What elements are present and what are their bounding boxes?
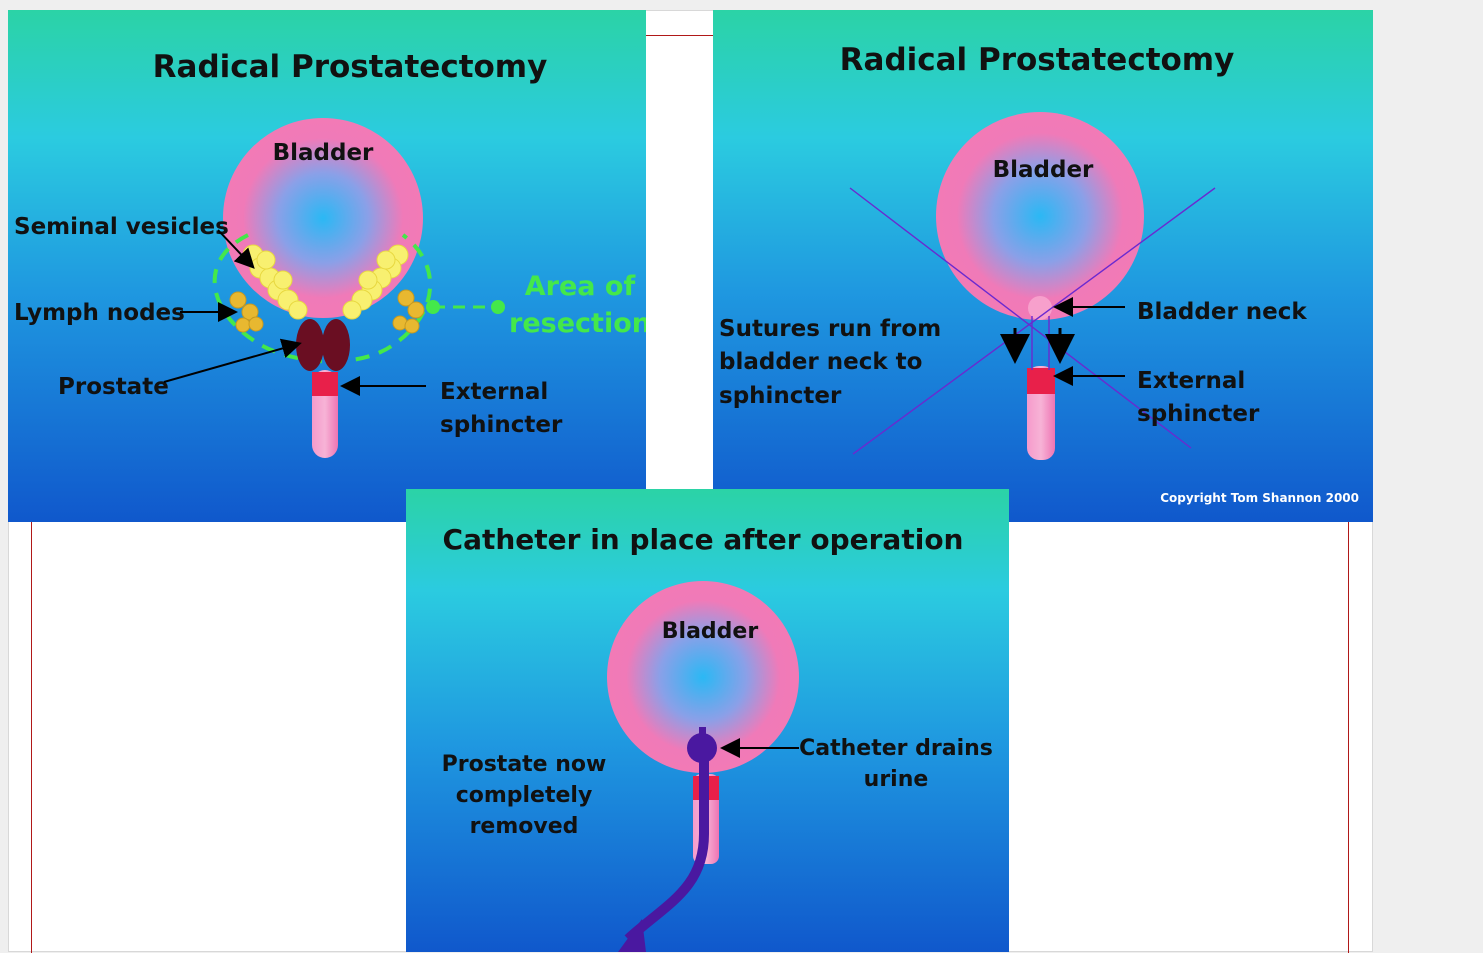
bladder-shape [607,581,799,773]
catheter-drains-label-1: Catheter drains [799,736,993,761]
bladder-label: Bladder [662,619,759,644]
resection-pointer-dot-right [491,300,505,314]
external-sphincter-shape [312,372,338,396]
bladder-label: Bladder [993,157,1094,183]
catheter-tip [699,727,706,735]
external-sphincter-label-1: External [1137,368,1245,394]
catheter-balloon [687,733,717,763]
suture-line-2 [852,187,1216,455]
prostate-right-lobe [322,319,350,371]
slide-catheter: Catheter in place after operation Bladde… [406,489,1009,952]
resection-boundary [212,233,433,364]
catheter-end [618,919,646,952]
lymph-nodes-label: Lymph nodes [14,300,185,326]
prostate-removed-label-3: removed [470,814,579,839]
seminal-vesicles-arrow [217,229,255,269]
slide-title: Radical Prostatectomy [840,42,1235,78]
external-sphincter-label-2: sphincter [1137,401,1260,427]
prostate-left-lobe [296,319,324,371]
seminal-vesicles-label: Seminal vesicles [14,214,229,240]
resection-pointer-dot-left [426,300,440,314]
area-of-resection-label-2: resection [509,308,646,339]
external-sphincter-shape [1027,368,1055,394]
slide-radical-prostatectomy-1: Radical Prostatectomy Bladder [8,10,646,522]
slide-title: Catheter in place after operation [443,523,964,556]
bladder-neck-shape [1028,296,1052,320]
copyright-text: Copyright Tom Shannon 2000 [1160,491,1359,505]
suture-line-1 [849,187,1192,449]
sutures-label-1: Sutures run from [719,316,941,342]
bladder-shape [936,112,1144,320]
area-of-resection-label-1: Area of [525,271,636,302]
slide-radical-prostatectomy-2: Radical Prostatectomy Bladder Sutures ru… [713,10,1373,522]
bladder-label: Bladder [273,140,374,166]
margin-line-top [646,35,714,36]
bladder-neck-label: Bladder neck [1137,299,1307,325]
external-sphincter-label-2: sphincter [440,412,563,438]
catheter-drains-label-2: urine [864,767,929,792]
prostate-arrow [163,338,302,383]
slide-title: Radical Prostatectomy [153,49,548,85]
prostate-removed-label-2: completely [456,783,593,808]
external-sphincter-label-1: External [440,379,548,405]
sutures-label-2: bladder neck to [719,349,922,375]
margin-line-left [31,521,32,953]
sutures-label-3: sphincter [719,383,842,409]
prostate-label: Prostate [58,374,169,400]
prostate-removed-label-1: Prostate now [442,752,607,777]
margin-line-right [1348,521,1349,953]
